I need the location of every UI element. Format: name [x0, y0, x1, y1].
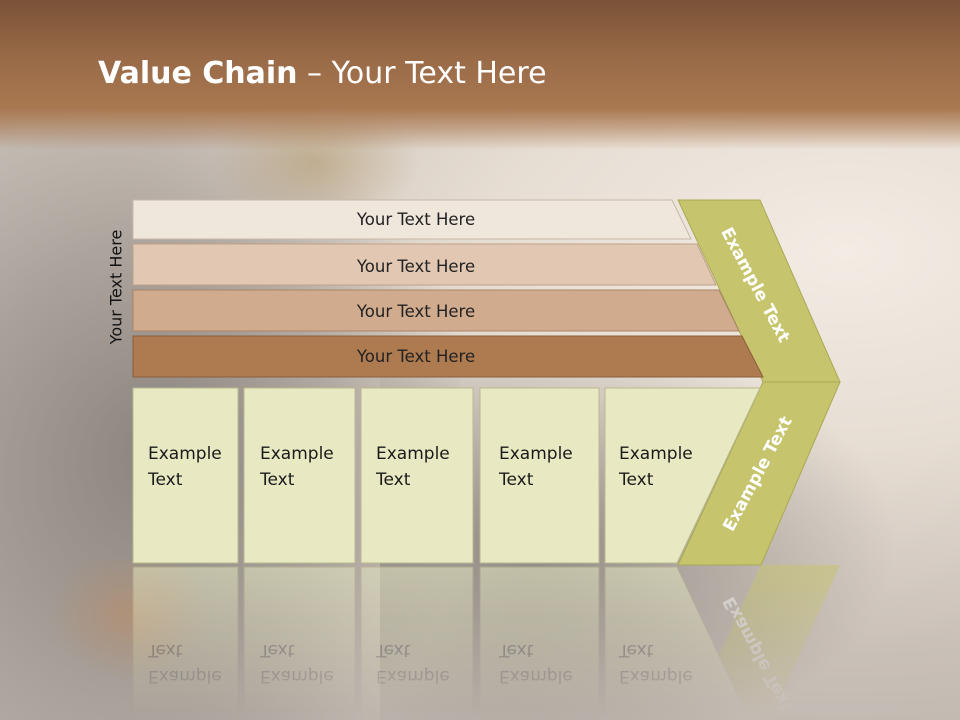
reflection-text: Example	[260, 666, 334, 686]
reflection-text: Example	[499, 666, 573, 686]
title-rest: – Your Text Here	[297, 56, 547, 91]
cell-text: Example	[148, 444, 222, 464]
bar-label: Your Text Here	[356, 257, 475, 276]
cell-text: Example	[499, 444, 573, 464]
reflection-text: Example	[376, 666, 450, 686]
reflection-cell	[243, 566, 356, 720]
cell-text: Example	[619, 444, 693, 464]
support-cell	[360, 387, 474, 564]
cell-text: Text	[618, 470, 654, 490]
support-cell	[604, 387, 761, 564]
bar-label: Your Text Here	[356, 302, 475, 321]
value-chain-bar	[132, 243, 717, 286]
cell-text: Text	[147, 470, 183, 490]
header-band	[0, 0, 960, 150]
cell-text: Text	[498, 470, 534, 490]
reflection-text: Text	[375, 640, 411, 660]
value-chain-bar	[132, 199, 692, 240]
cell-text: Example	[376, 444, 450, 464]
reflection-text: Text	[498, 640, 534, 660]
reflection-cell	[360, 566, 474, 720]
bar-label: Your Text Here	[356, 347, 475, 366]
cell-text: Text	[375, 470, 411, 490]
bar-label: Your Text Here	[356, 210, 475, 229]
reflection-cell	[479, 566, 600, 720]
title-bold: Value Chain	[98, 56, 298, 91]
slide-title: Value Chain – Your Text Here	[98, 54, 547, 94]
reflection-cell	[132, 566, 239, 720]
reflection-text: Text	[618, 640, 654, 660]
reflection-text: Example	[619, 666, 693, 686]
reflection-text: Example	[148, 666, 222, 686]
chevron-lower	[677, 381, 841, 566]
support-cell	[479, 387, 600, 564]
cell-text: Text	[259, 470, 295, 490]
reflection-text: Text	[259, 640, 295, 660]
support-cell	[132, 387, 239, 564]
cell-text: Example	[260, 444, 334, 464]
reflection-cell	[604, 566, 751, 720]
value-chain-bar	[132, 335, 764, 378]
reflection-text: Text	[147, 640, 183, 660]
value-chain-bar	[132, 289, 740, 332]
support-cell	[243, 387, 356, 564]
reflection: Example Text Example Text Example Text E…	[132, 565, 840, 720]
